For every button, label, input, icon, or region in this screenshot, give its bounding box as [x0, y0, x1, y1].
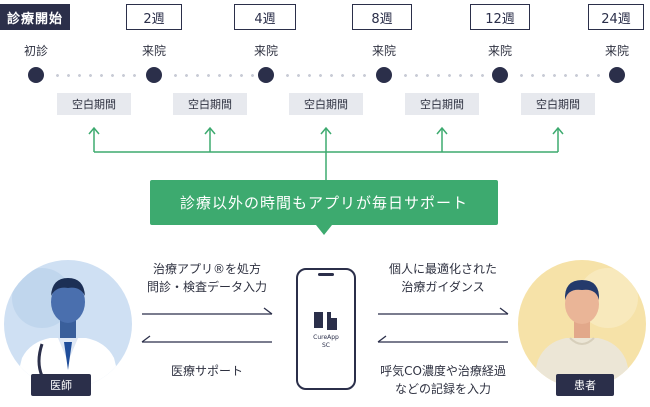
- doctor-outgoing-line-1: 治療アプリ®を処方: [152, 262, 261, 276]
- daily-support-banner: 診療以外の時間もアプリが毎日サポート: [150, 180, 498, 225]
- week-8-label: 8週: [352, 4, 412, 30]
- app-sub-name: SC: [322, 342, 330, 349]
- visit-dot: [609, 67, 625, 83]
- timeline-gap-dots: [400, 74, 488, 77]
- visit-dot: [376, 67, 392, 83]
- app-name: CureApp: [313, 334, 339, 341]
- timeline-gap-dots: [282, 74, 372, 77]
- week-12-label: 12週: [470, 4, 530, 30]
- visit-dot: [258, 67, 274, 83]
- timeline-gap-dots: [516, 74, 604, 77]
- patient-label: 患者: [556, 374, 614, 396]
- doctor-label: 医師: [31, 374, 91, 396]
- patient-outgoing-line-2: などの記録を入力: [394, 382, 491, 396]
- patient-outgoing-text: 呼気CO濃度や治療経過 などの記録を入力: [378, 362, 508, 398]
- visit-dot: [492, 67, 508, 83]
- week-4-label: 4週: [234, 4, 296, 30]
- treatment-start-label: 診療開始: [0, 4, 70, 30]
- blank-period-box: 空白期間: [405, 93, 479, 115]
- visit-dot: [146, 67, 162, 83]
- visit-dot: [28, 67, 44, 83]
- visit-label-4: 来院: [371, 44, 397, 58]
- banner-pointer: [316, 225, 332, 235]
- patient-incoming-line-1: 個人に最適化された: [388, 262, 497, 276]
- doctor-incoming-text: 医療サポート: [170, 364, 243, 378]
- smartphone-app: CureApp SC: [296, 268, 356, 390]
- visit-label-5: 来院: [487, 44, 513, 58]
- cureapp-logo-icon: [314, 312, 337, 330]
- phone-notch: [318, 273, 334, 276]
- week-2-label: 2週: [126, 4, 182, 30]
- blank-period-box: 空白期間: [521, 93, 595, 115]
- visit-label-6: 来院: [604, 44, 630, 58]
- first-visit-label: 初診: [23, 44, 49, 58]
- patient-incoming-text: 個人に最適化された 治療ガイダンス: [378, 260, 508, 296]
- blank-period-box: 空白期間: [57, 93, 131, 115]
- doctor-outgoing-text: 治療アプリ®を処方 問診・検査データ入力: [142, 260, 272, 296]
- patient-illustration: [518, 260, 646, 388]
- patient-incoming-line-2: 治療ガイダンス: [401, 280, 485, 294]
- week-24-label: 24週: [588, 4, 644, 30]
- timeline-gap-dots: [52, 74, 140, 77]
- doctor-outgoing-line-2: 問診・検査データ入力: [146, 280, 267, 294]
- blank-period-box: 空白期間: [173, 93, 247, 115]
- visit-label-3: 来院: [253, 44, 279, 58]
- blank-period-box: 空白期間: [289, 93, 363, 115]
- visit-label-2: 来院: [141, 44, 167, 58]
- patient-outgoing-line-1: 呼気CO濃度や治療経過: [380, 364, 506, 378]
- timeline-gap-dots: [170, 74, 254, 77]
